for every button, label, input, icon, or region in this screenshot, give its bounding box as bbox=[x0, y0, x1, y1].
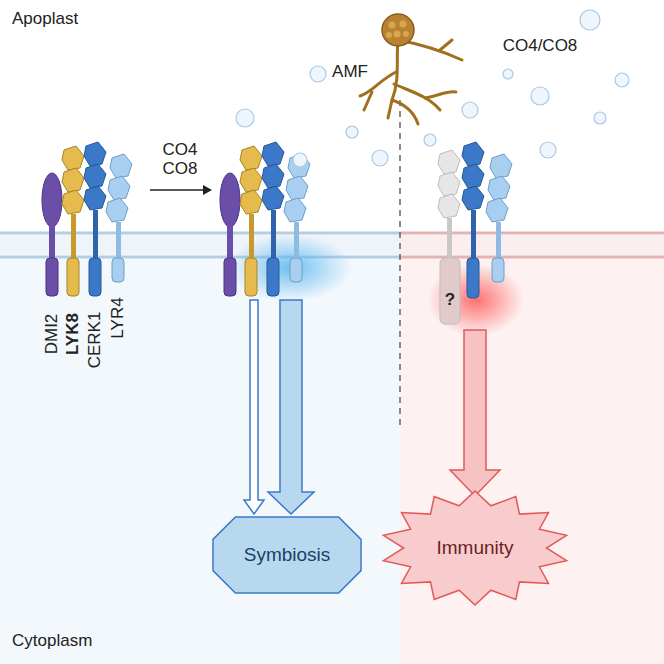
receptor-label: CERK1 bbox=[86, 312, 105, 369]
ligand-label: CO4 CO8 bbox=[158, 141, 202, 178]
outcome-octagon: Symbiosis bbox=[212, 516, 362, 594]
unknown-mark: ? bbox=[443, 291, 457, 310]
outcome-burst: Immunity bbox=[380, 490, 570, 606]
fungus-label: AMF bbox=[332, 63, 368, 82]
receptor-label: DMI2 bbox=[43, 314, 62, 355]
node-text: Symbiosis bbox=[244, 544, 331, 566]
receptor-label: LYK8 bbox=[64, 313, 83, 355]
node-text: Immunity bbox=[436, 537, 513, 559]
receptor-label: LYR4 bbox=[109, 297, 128, 338]
ligand-label: CO4/CO8 bbox=[503, 37, 578, 56]
region-label: Cytoplasm bbox=[12, 632, 92, 651]
region-label: Apoplast bbox=[12, 10, 78, 29]
